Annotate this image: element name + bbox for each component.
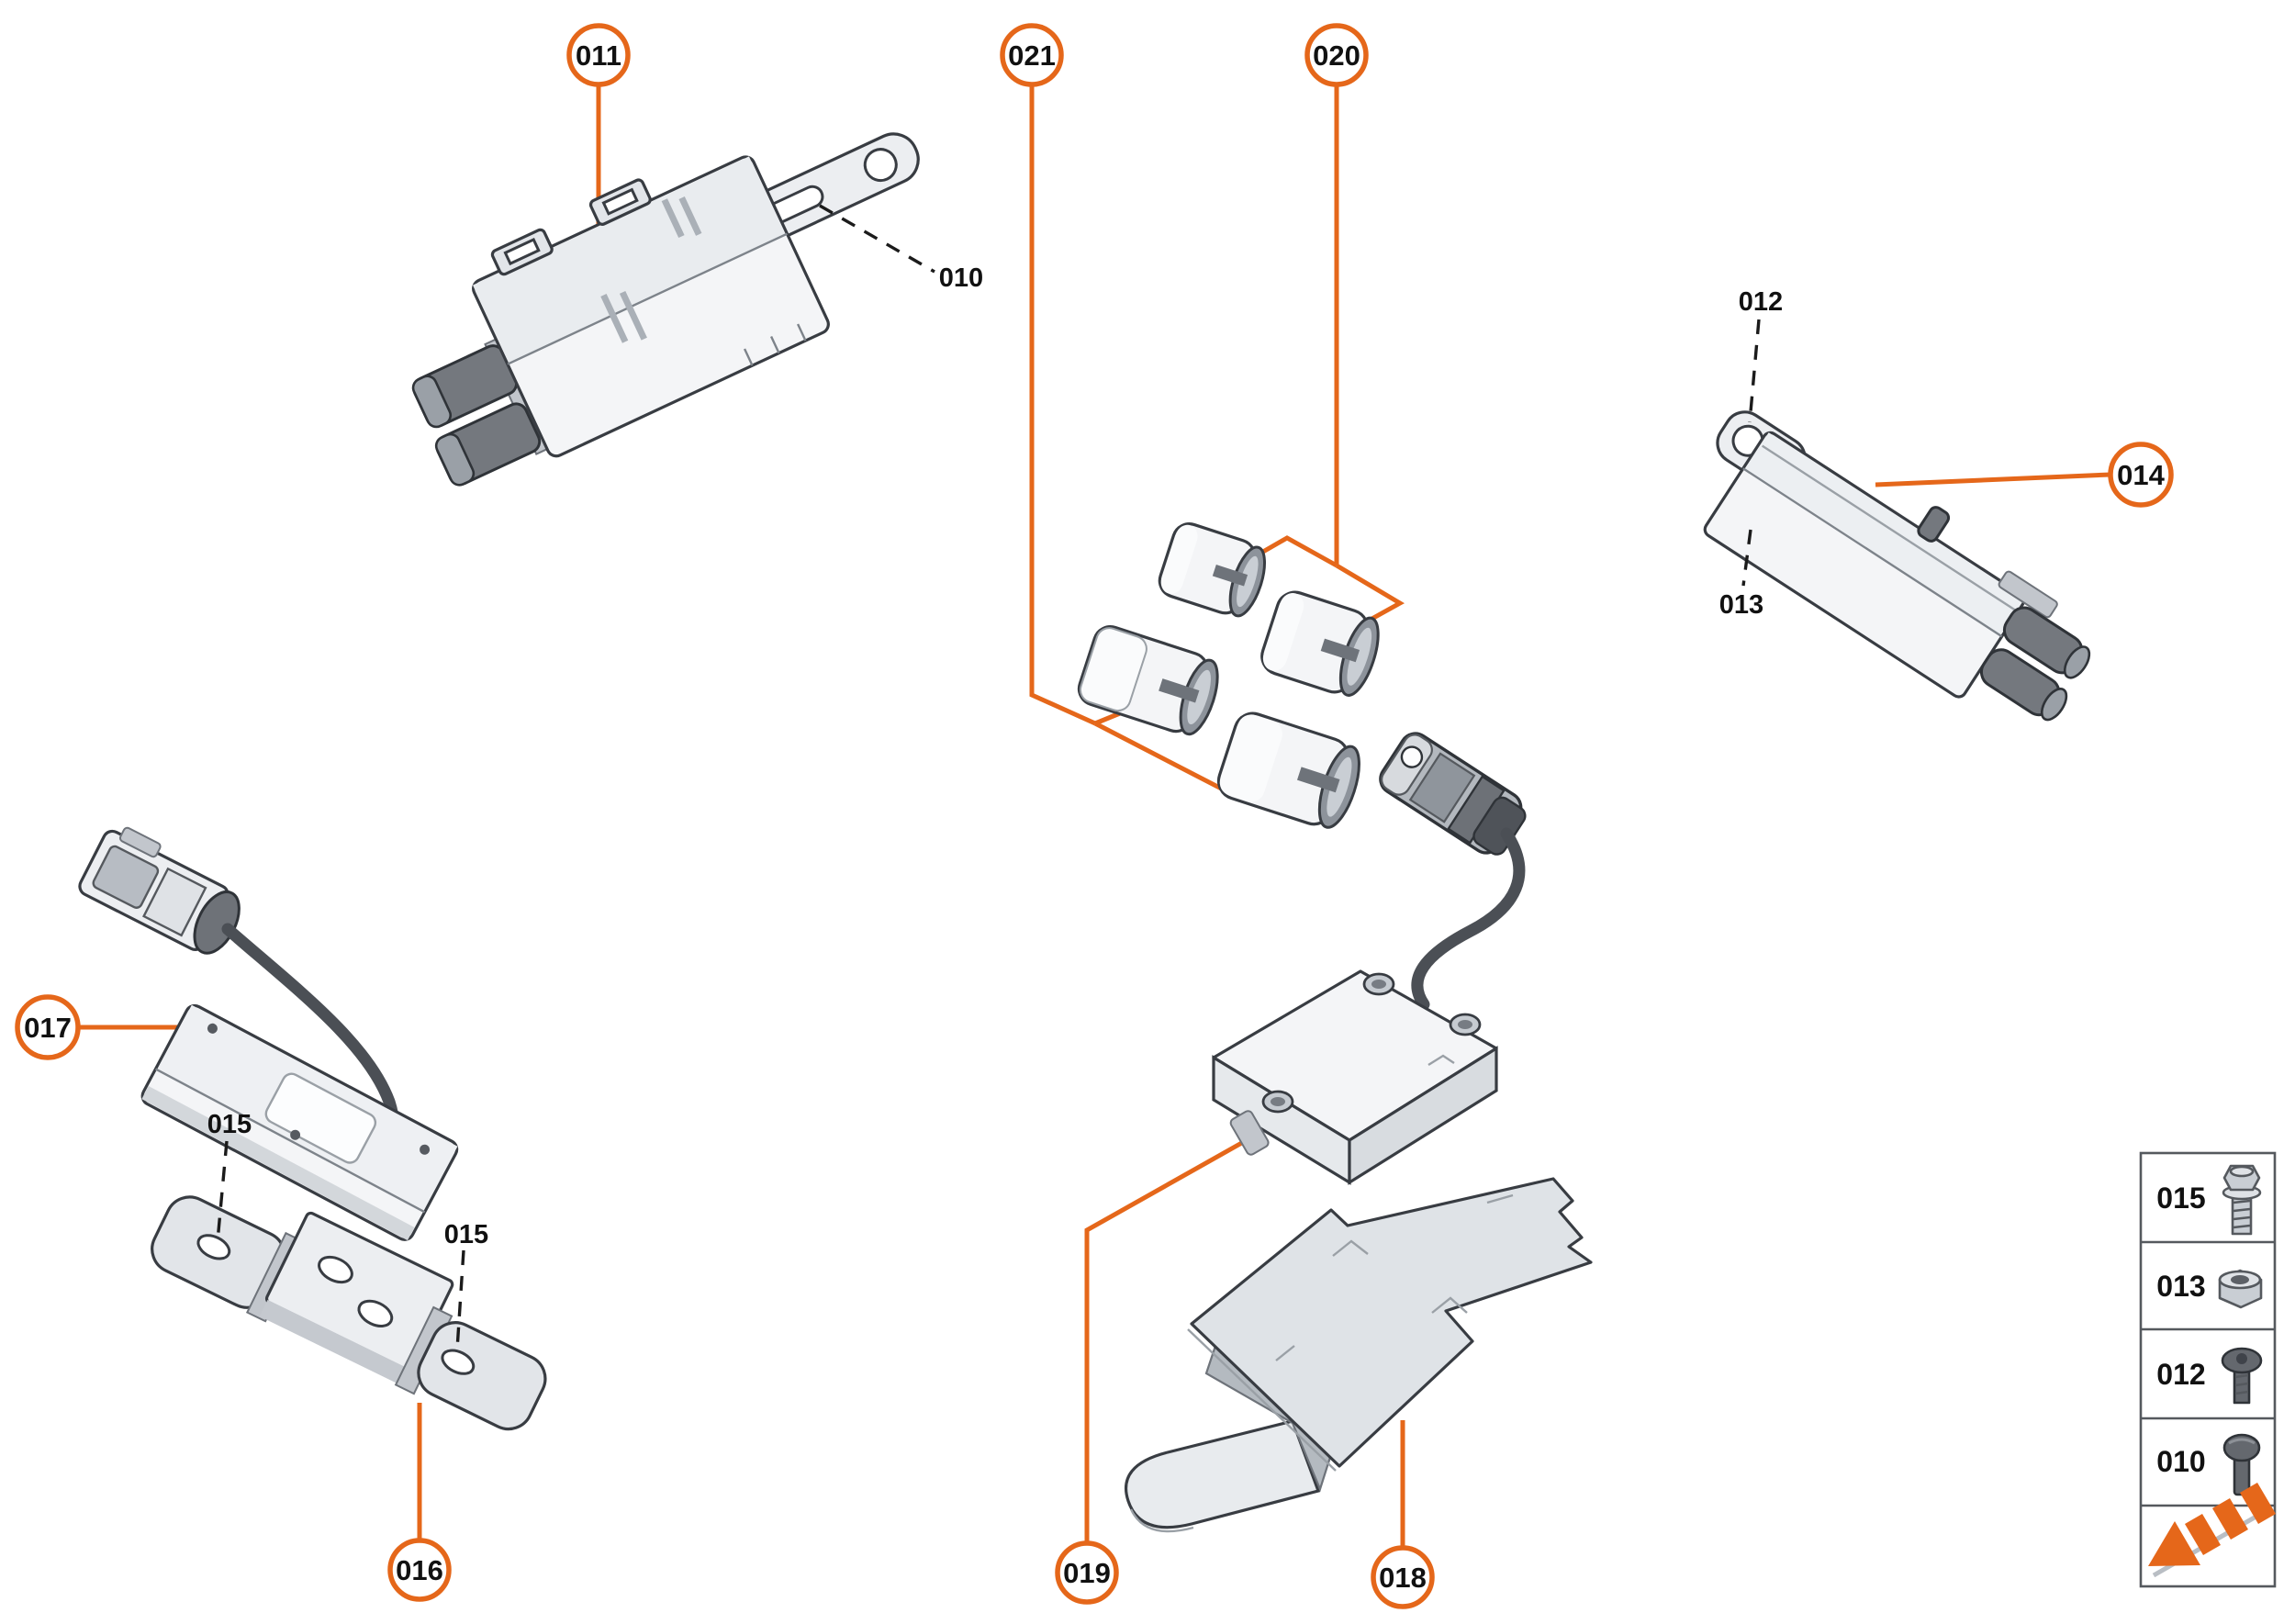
stud-peg [1917, 506, 1951, 543]
screw-dot [207, 1023, 218, 1034]
mounting-hole [863, 148, 898, 183]
connector-detail [142, 867, 207, 937]
antenna-cable [1411, 827, 1526, 1011]
legend-row-012[interactable]: 012 [2156, 1347, 2263, 1405]
dashed-leader-013 [1741, 529, 1752, 587]
part-016-illustration [151, 1195, 547, 1431]
callout-016[interactable]: 016 [387, 1538, 452, 1602]
leader-019 [1084, 1134, 1255, 1542]
label-sticker [264, 1072, 377, 1164]
module-side-right [1348, 1046, 1498, 1185]
pin [600, 293, 629, 343]
legend-label-015: 015 [2156, 1182, 2205, 1215]
screw-dot [290, 1129, 301, 1140]
callout-018-label: 018 [1379, 1562, 1427, 1594]
cap-long-1 [1077, 625, 1219, 736]
callout-leader-lines [78, 85, 2111, 1548]
callout-020-label: 020 [1313, 39, 1360, 72]
ref-label-013[interactable]: 013 [1719, 590, 1763, 620]
callout-014-label: 014 [2117, 459, 2165, 491]
fastener-legend-table: 015 013 012 [2139, 1151, 2277, 1588]
module-clip [1229, 1110, 1270, 1156]
part-018-illustration [1124, 1177, 1593, 1533]
legend-label-013: 013 [2156, 1270, 2205, 1303]
bracket-tongue [1124, 1419, 1321, 1529]
clip-slot [601, 187, 639, 216]
ref-label-010[interactable]: 010 [939, 263, 983, 293]
end-bracket [1998, 570, 2058, 619]
callout-016-label: 016 [396, 1554, 443, 1586]
callout-021-label: 021 [1008, 39, 1056, 72]
part-011-illustration [411, 132, 920, 487]
pin [619, 290, 647, 341]
callout-020[interactable]: 020 [1304, 23, 1369, 87]
connector-latch [118, 826, 162, 858]
legend-label-012: 012 [2156, 1358, 2205, 1391]
screw-boss-hole [1371, 980, 1386, 989]
dashed-leader-010 [819, 204, 935, 274]
dashed-leader-015-left [216, 1140, 229, 1242]
ref-label-015-right[interactable]: 015 [444, 1220, 488, 1249]
leader-021 [1029, 85, 1097, 726]
reference-labels: 010 012 013 015 015 [207, 204, 1783, 1350]
callout-021[interactable]: 021 [1000, 23, 1064, 87]
cap-long-2 [1216, 711, 1360, 829]
legend-row-arrow[interactable] [2148, 1483, 2276, 1578]
screw-dot [420, 1144, 431, 1155]
mounting-hole [357, 1299, 394, 1327]
part-017-illustration [78, 826, 459, 1241]
flanged-hex-nut-icon [2218, 1269, 2263, 1309]
mounting-hole [196, 1234, 231, 1260]
plate-edge [259, 1299, 410, 1386]
plug-keyhole [1400, 745, 1424, 768]
leader-014 [1875, 472, 2111, 487]
cap-small-1 [1158, 522, 1267, 618]
callout-018[interactable]: 018 [1371, 1545, 1435, 1609]
tongue-thickness-edge [1129, 1508, 1194, 1533]
fakra-plug [1379, 732, 1527, 856]
legend-row-013[interactable]: 013 [2156, 1269, 2263, 1309]
mounting-hole [441, 1349, 476, 1375]
pin [661, 198, 685, 239]
connector-caps-illustration [1077, 522, 1380, 829]
callout-011-label: 011 [576, 39, 621, 72]
assembly-direction-arrow-icon [2148, 1483, 2276, 1578]
callout-011[interactable]: 011 [566, 23, 631, 87]
flanged-hex-bolt-icon [2222, 1164, 2262, 1236]
legend-label-010: 010 [2156, 1445, 2205, 1478]
callout-circles: 011 021 020 014 017 016 019 018 [15, 23, 2174, 1609]
round-head-screw-icon [2222, 1433, 2261, 1496]
connector-detail [92, 845, 160, 909]
screw-boss-hole [1271, 1097, 1285, 1106]
part-014-illustration [1703, 410, 2091, 722]
pin [678, 196, 702, 236]
callout-017-label: 017 [24, 1012, 72, 1044]
mounting-hole [318, 1255, 353, 1284]
body-top-face [473, 156, 786, 364]
plug-tip [411, 375, 453, 429]
screw-boss-hole [1458, 1020, 1472, 1029]
amplifier-body [1703, 431, 2026, 699]
callout-017[interactable]: 017 [15, 994, 81, 1060]
cap-large-1 [1260, 590, 1380, 697]
callout-014[interactable]: 014 [2108, 442, 2174, 508]
ref-label-015-left[interactable]: 015 [207, 1110, 252, 1139]
legend-row-010[interactable]: 010 [2156, 1433, 2261, 1496]
dashed-leader-015-right [455, 1249, 465, 1350]
legend-row-015[interactable]: 015 [2156, 1164, 2262, 1236]
dashed-leader-012 [1748, 319, 1761, 423]
plug-tip [434, 432, 476, 487]
torx-pan-head-screw-icon [2221, 1347, 2263, 1405]
module-base [141, 1085, 415, 1241]
plug-tip [2063, 645, 2091, 679]
plug-tip [2040, 688, 2068, 722]
callout-019-label: 019 [1063, 1557, 1111, 1589]
part-019-illustration [1212, 732, 1527, 1185]
clip-slot [503, 238, 541, 266]
ref-label-012[interactable]: 012 [1739, 287, 1783, 317]
bracket-plate-and-strap [1190, 1177, 1593, 1468]
body-top-face [1744, 432, 2025, 636]
callout-019[interactable]: 019 [1055, 1540, 1119, 1605]
